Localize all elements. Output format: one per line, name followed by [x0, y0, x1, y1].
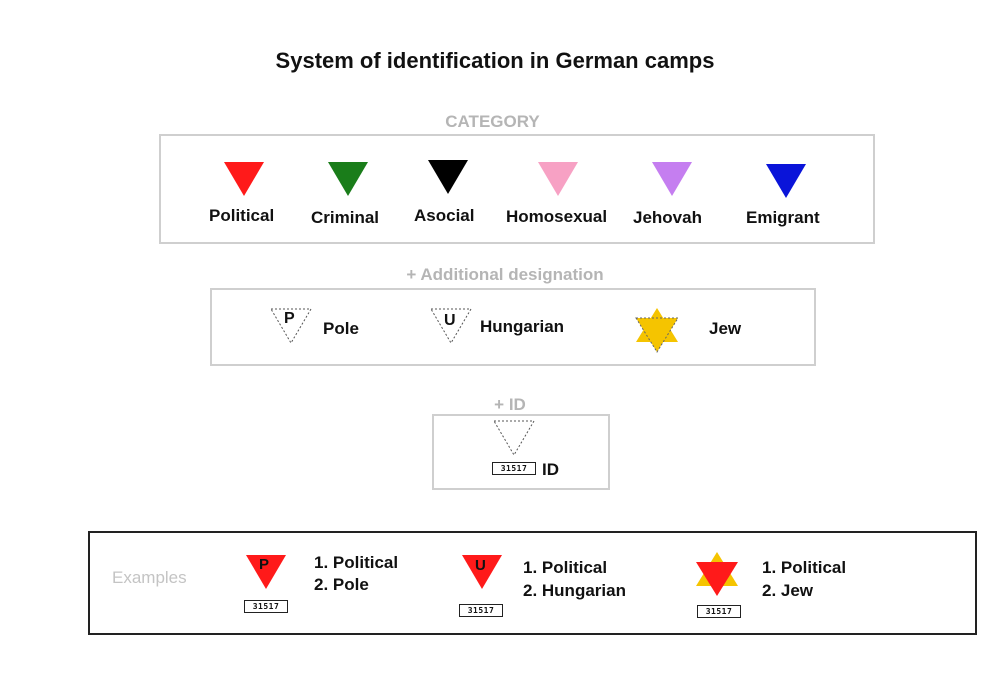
jehovah-triangle-icon: [652, 162, 692, 196]
asocial-triangle-icon: [428, 160, 468, 194]
political-triangle-icon: [224, 162, 264, 196]
examples-box: [88, 531, 977, 635]
example-political-jew-star-icon: [696, 552, 738, 596]
example-1-letter: P: [259, 556, 270, 573]
category-box: [159, 134, 875, 244]
additional-label-pole: Pole: [323, 319, 359, 338]
pole-letter: P: [284, 310, 295, 327]
example-3-id-tag: 31517: [697, 605, 741, 618]
category-label-jehovah: Jehovah: [633, 208, 702, 227]
examples-heading: Examples: [112, 568, 187, 587]
jew-star-icon: [635, 308, 679, 353]
criminal-triangle-icon: [328, 162, 368, 196]
additional-heading: + Additional designation: [406, 265, 604, 284]
example-2-id-tag: 31517: [459, 604, 503, 617]
emigrant-triangle-icon: [766, 164, 806, 198]
additional-label-jew: Jew: [709, 319, 742, 338]
homosexual-triangle-icon: [538, 162, 578, 196]
example-1-line1: 1. Political: [314, 553, 399, 572]
category-label-emigrant: Emigrant: [746, 208, 820, 227]
id-box: [432, 414, 610, 490]
example-3-line2: 2. Jew: [762, 581, 814, 600]
example-2-letter: U: [475, 557, 486, 574]
id-label: ID: [542, 460, 559, 479]
pole-triangle-icon: [270, 308, 312, 344]
hungarian-triangle-icon: [430, 308, 472, 344]
category-label-criminal: Criminal: [311, 208, 380, 227]
example-1-id-tag: 31517: [244, 600, 288, 613]
additional-label-hungarian: Hungarian: [480, 317, 565, 336]
hungarian-letter: U: [444, 312, 456, 329]
category-label-homosexual: Homosexual: [506, 207, 608, 226]
category-label-asocial: Asocial: [414, 206, 475, 225]
category-label-political: Political: [209, 206, 275, 225]
diagram-title: System of identification in German camps: [275, 48, 715, 73]
example-political-pole-triangle-icon: [246, 555, 286, 589]
example-3-line1: 1. Political: [762, 558, 847, 577]
example-political-hungarian-triangle-icon: [462, 555, 502, 589]
example-2-line1: 1. Political: [523, 558, 608, 577]
id-triangle-icon: [493, 420, 535, 456]
id-heading: + ID: [494, 395, 526, 414]
example-1-line2: 2. Pole: [314, 575, 369, 594]
additional-box: [210, 288, 816, 366]
category-heading: CATEGORY: [445, 112, 540, 131]
id-number-tag: 31517: [492, 462, 536, 475]
example-2-line2: 2. Hungarian: [523, 581, 626, 600]
